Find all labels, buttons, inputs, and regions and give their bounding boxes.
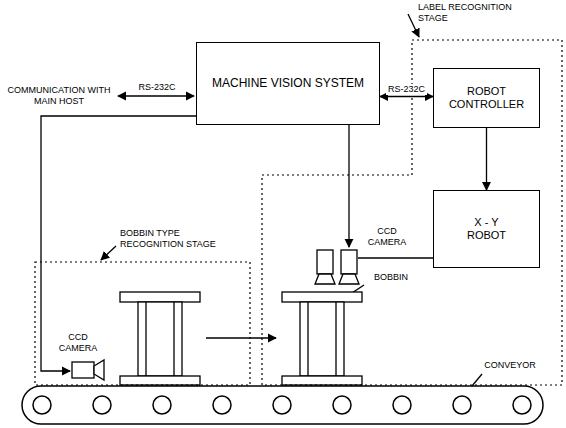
camera-wire bbox=[348, 125, 349, 247]
leader-arrow bbox=[101, 246, 116, 260]
connector bbox=[486, 128, 487, 190]
conveyor-belt bbox=[22, 386, 543, 424]
edge-label: RS-232C bbox=[386, 84, 427, 95]
bobbin bbox=[120, 292, 200, 385]
roller bbox=[273, 396, 291, 414]
roller bbox=[393, 396, 411, 414]
roller bbox=[153, 396, 171, 414]
ccd-camera bbox=[72, 360, 104, 380]
process-box: ROBOT CONTROLLER bbox=[433, 68, 540, 128]
stage-region: BOBBIN TYPE RECOGNITION STAGE bbox=[35, 262, 250, 385]
roller bbox=[33, 396, 51, 414]
ccd-camera bbox=[315, 250, 359, 284]
process-box: X - Y ROBOT bbox=[433, 190, 540, 268]
travel-arrow bbox=[206, 337, 276, 338]
roller bbox=[453, 396, 471, 414]
roller bbox=[93, 396, 111, 414]
part-label: CCD CAMERA bbox=[52, 332, 104, 354]
dotted-outline bbox=[35, 262, 250, 385]
part-label: CCD CAMERA bbox=[362, 226, 412, 248]
process-box: MACHINE VISION SYSTEM bbox=[196, 42, 380, 125]
roller bbox=[513, 396, 531, 414]
stage-heading: BOBBIN TYPE RECOGNITION STAGE bbox=[120, 228, 238, 250]
leader-arrow bbox=[408, 14, 419, 37]
part-label: RS-232C bbox=[132, 82, 182, 93]
part-label: COMMUNICATION WITH MAIN HOST bbox=[3, 85, 115, 107]
part-label: BOBBIN bbox=[366, 272, 416, 283]
connector bbox=[380, 96, 433, 97]
host-link-wire bbox=[118, 95, 194, 96]
roller bbox=[333, 396, 351, 414]
camera-mount-wire bbox=[358, 257, 433, 258]
leader-line bbox=[472, 374, 482, 386]
bobbin bbox=[282, 292, 362, 385]
stage-heading: LABEL RECOGNITION STAGE bbox=[418, 2, 536, 24]
box-label: X - Y ROBOT bbox=[459, 216, 514, 242]
roller bbox=[213, 396, 231, 414]
box-label: MACHINE VISION SYSTEM bbox=[202, 76, 374, 90]
dotted-outline bbox=[35, 262, 250, 385]
dotted-outline bbox=[262, 40, 562, 385]
box-label: ROBOT CONTROLLER bbox=[444, 85, 529, 111]
part-label: CONVEYOR bbox=[480, 360, 540, 371]
